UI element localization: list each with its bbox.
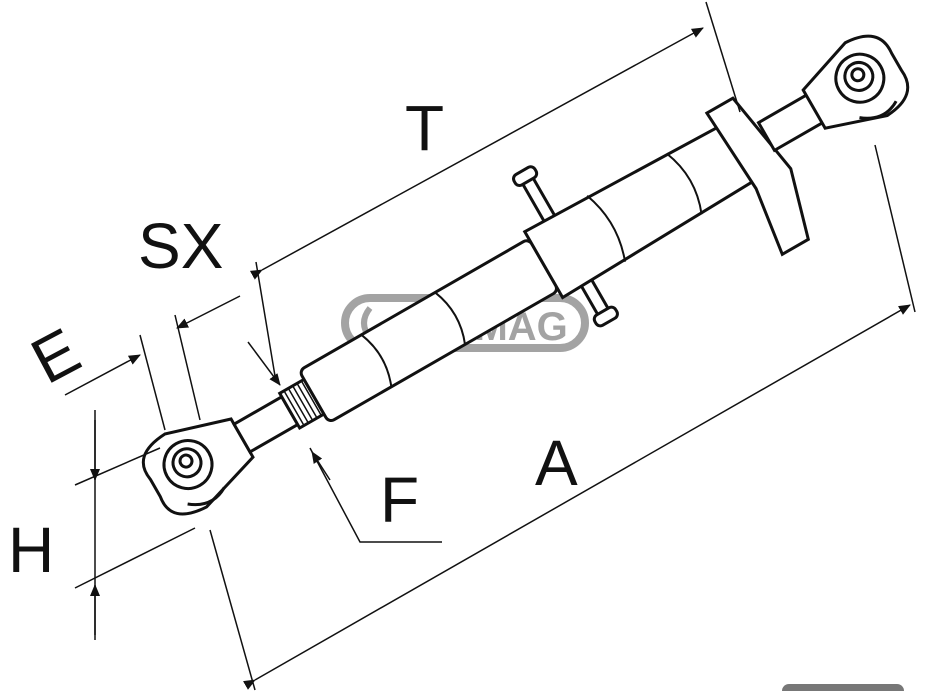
label-F: F bbox=[380, 464, 419, 536]
dimension-lines bbox=[64, 1, 916, 691]
label-SX: SX bbox=[138, 210, 223, 282]
label-T: T bbox=[405, 92, 444, 164]
scrollbar[interactable] bbox=[782, 684, 904, 691]
top-link-body bbox=[141, 34, 910, 516]
label-H: H bbox=[8, 514, 54, 586]
dimension-T bbox=[249, 27, 704, 280]
label-A: A bbox=[535, 427, 578, 499]
label-E: E bbox=[20, 314, 91, 398]
collar bbox=[704, 96, 811, 257]
dimension-A bbox=[242, 304, 911, 690]
